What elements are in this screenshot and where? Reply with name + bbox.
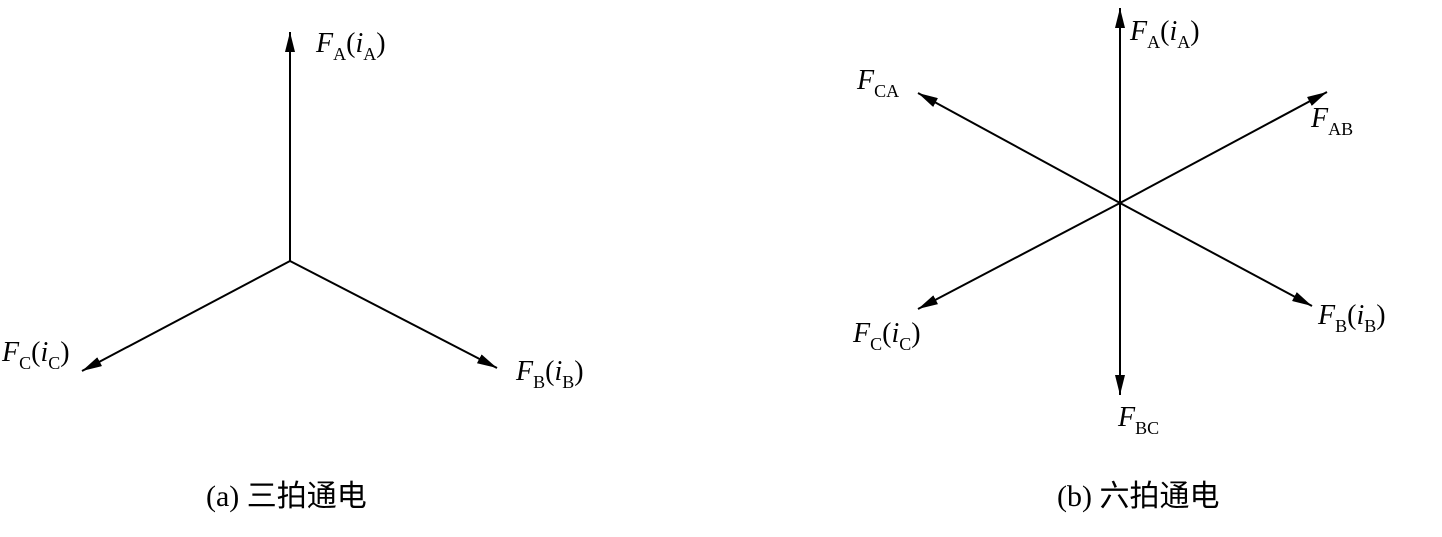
diagram-a: FA(iA) FB(iB) FC(iC) (a) 三拍通电 [1, 28, 584, 513]
diagram-b: FA(iA) FAB FB(iB) FBC FC(iC) FCA (b) 六拍通… [852, 8, 1386, 513]
label-b-fca: FCA [856, 65, 899, 101]
vector-b-fb [1119, 202, 1313, 307]
caption-a: (a) 三拍通电 [206, 480, 367, 513]
vector-a-fb [289, 260, 498, 369]
label-a-fb: FB(iB) [515, 356, 584, 392]
label-b-fa: FA(iA) [1129, 16, 1200, 52]
caption-b: (b) 六拍通电 [1057, 480, 1219, 513]
vector-b-fc [917, 202, 1121, 310]
vector-b-fab [1119, 91, 1328, 204]
label-b-fb: FB(iB) [1317, 300, 1386, 336]
label-a-fa: FA(iA) [315, 28, 386, 64]
vector-a-fc [81, 260, 291, 372]
label-b-fc: FC(iC) [852, 318, 921, 354]
vector-b-fca [917, 92, 1121, 204]
label-b-fab: FAB [1310, 103, 1353, 139]
label-a-fc: FC(iC) [1, 337, 70, 373]
label-b-fbc: FBC [1117, 402, 1159, 438]
